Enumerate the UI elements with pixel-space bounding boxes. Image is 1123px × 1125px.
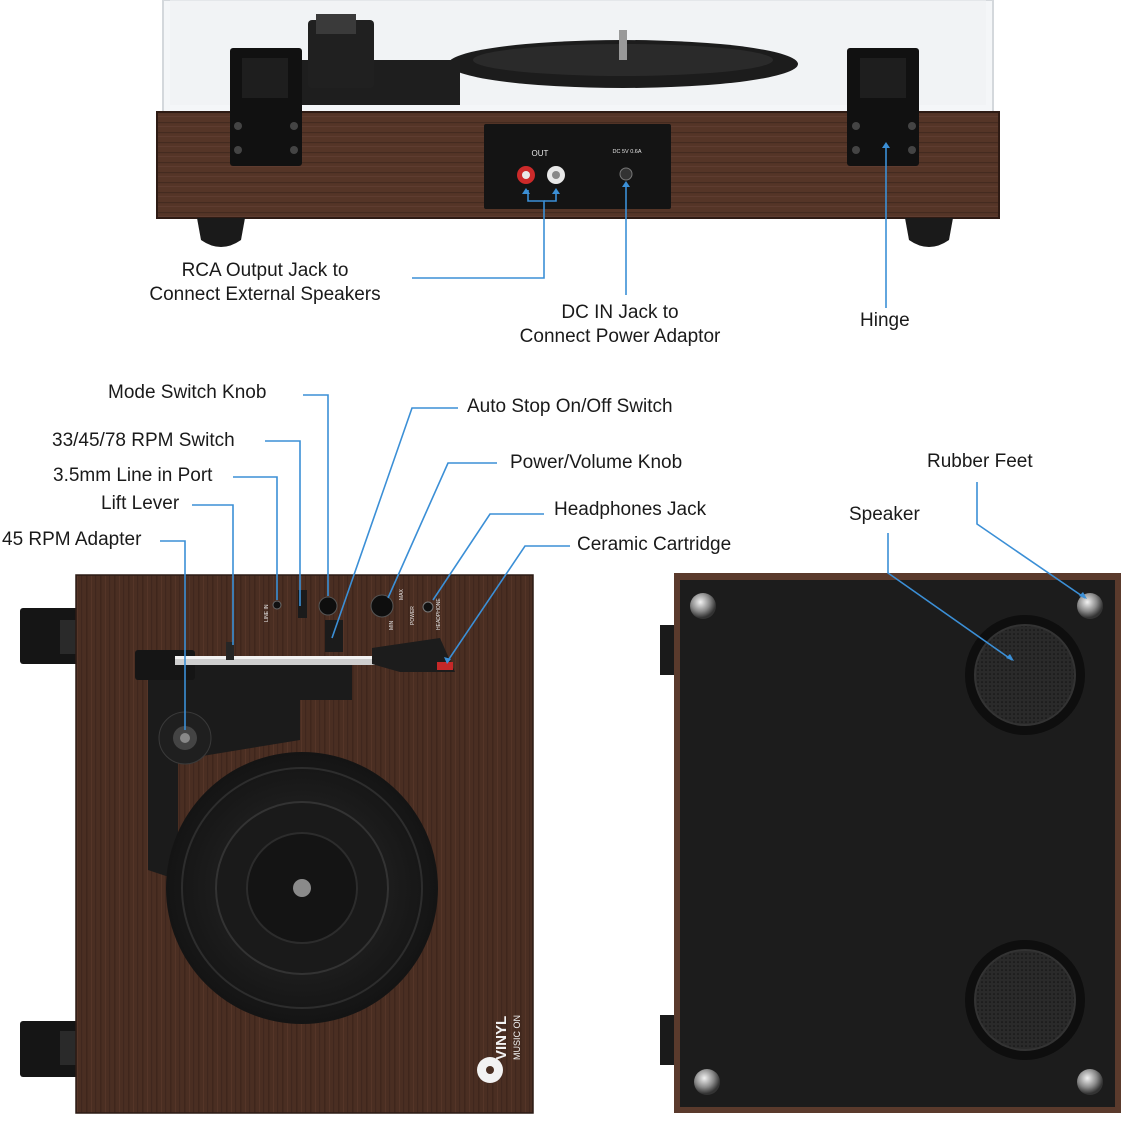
- bottom-hinge-upper: [660, 625, 674, 675]
- headshell: [372, 638, 455, 672]
- dc-callout-label: DC IN Jack to Connect Power Adaptor: [490, 301, 750, 349]
- power-volume-knob: [370, 594, 394, 618]
- callout-lines: [160, 144, 1086, 730]
- min-label: MIN: [389, 620, 395, 630]
- tonearm-base-plate: [148, 660, 352, 880]
- line-in-label: LINE IN: [264, 604, 270, 622]
- dc-in-jack: [619, 167, 633, 181]
- rear-connector-panel: [484, 124, 671, 209]
- rpm-switch-slot: [298, 590, 307, 618]
- rca-callout-label: RCA Output Jack to Connect External Spea…: [130, 259, 400, 307]
- cartridge-rear: [308, 20, 374, 88]
- line-in-callout-label: 3.5mm Line in Port: [53, 465, 213, 486]
- headphone-label: HEADPHONE: [436, 598, 442, 630]
- bottom-hinge-lower: [660, 1015, 674, 1065]
- auto-stop-switch: [325, 620, 343, 652]
- rubber-foot-tr: [1077, 593, 1103, 619]
- rear-view: OUT DC 5V 0.6A: [156, 0, 1000, 247]
- power-volume-callout-label: Power/Volume Knob: [510, 452, 683, 473]
- vinyl-music-on-logo: VINYL MUSIC ON: [477, 1015, 522, 1083]
- speaker-callout-label: Speaker: [849, 504, 920, 525]
- bottom-view: [660, 573, 1121, 1113]
- dc-rating-label: DC 5V 0.6A: [612, 149, 641, 155]
- callout-arrowheads: [444, 142, 1087, 664]
- logo-music-on-text: MUSIC ON: [512, 1015, 522, 1060]
- logo-vinyl-text: VINYL: [493, 1016, 510, 1060]
- spindle: [293, 879, 311, 897]
- out-label: OUT: [532, 149, 549, 158]
- rubber-feet-callout-label: Rubber Feet: [927, 451, 1033, 472]
- line-in-port: [272, 600, 282, 610]
- rear-foot-right: [905, 218, 953, 247]
- headphones-jack: [422, 601, 434, 613]
- adapter-45-callout-label: 45 RPM Adapter: [2, 529, 142, 550]
- lift-lever-callout-label: Lift Lever: [101, 493, 180, 514]
- cartridge-callout-label: Ceramic Cartridge: [577, 534, 732, 555]
- lift-lever: [226, 642, 234, 660]
- rear-hinge-right: [847, 48, 919, 166]
- rubber-foot-bl: [694, 1069, 720, 1095]
- tonearm-tube: [175, 656, 375, 665]
- mode-switch-callout-label: Mode Switch Knob: [108, 382, 267, 403]
- dc-callout-line2: Connect Power Adaptor: [519, 326, 721, 347]
- rear-hinge-left: [230, 48, 302, 166]
- rpm-switch-callout-label: 33/45/78 RPM Switch: [52, 430, 235, 451]
- cartridge-stylus: [437, 662, 453, 670]
- top-view: LINE IN MIN MAX POWER HEADPHONE VINYL: [20, 574, 534, 1114]
- rca-callout-line2: Connect External Speakers: [149, 284, 381, 305]
- rear-foot-left: [197, 218, 245, 247]
- power-label: POWER: [410, 606, 416, 625]
- rca-callout-line1: RCA Output Jack to: [181, 260, 349, 281]
- mode-switch-knob: [318, 596, 338, 616]
- rubber-foot-tl: [690, 593, 716, 619]
- rubber-foot-br: [1077, 1069, 1103, 1095]
- dc-callout-line1: DC IN Jack to: [561, 302, 679, 323]
- headphones-callout-label: Headphones Jack: [554, 499, 707, 520]
- hinge-callout-label: Hinge: [860, 310, 910, 331]
- auto-stop-callout-label: Auto Stop On/Off Switch: [467, 396, 673, 417]
- max-label: MAX: [399, 589, 405, 601]
